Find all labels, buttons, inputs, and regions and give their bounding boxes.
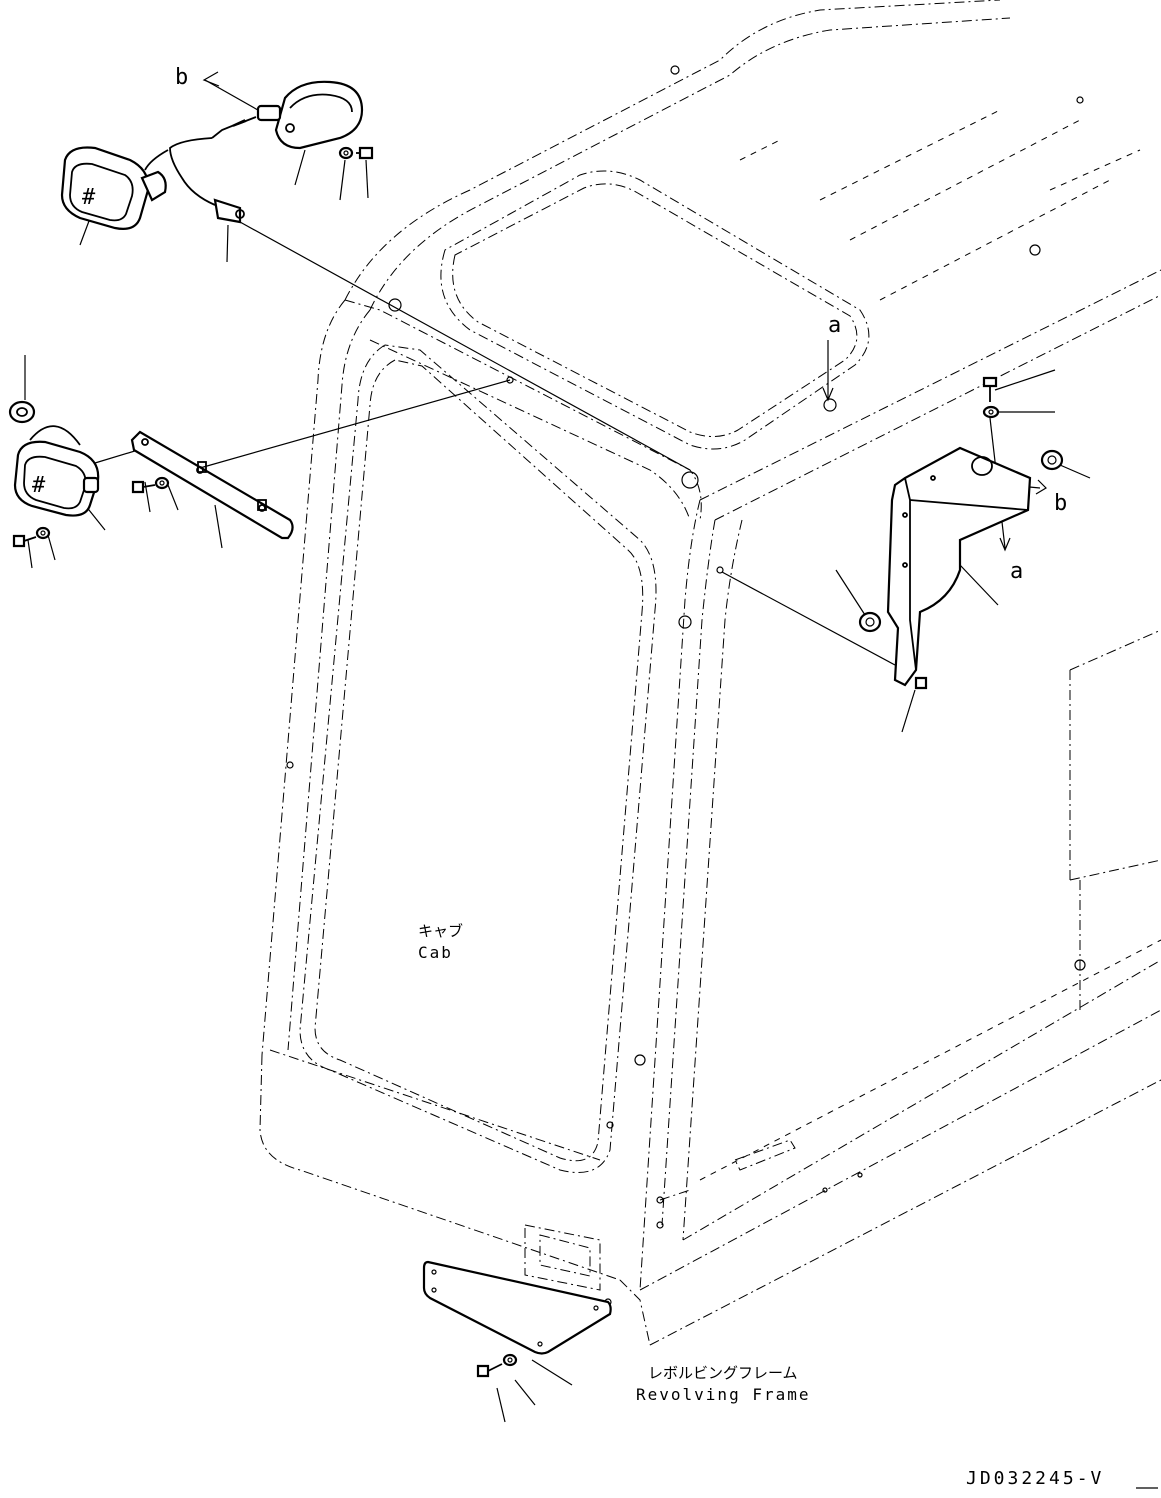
- bolts-and-washers: [12, 146, 1064, 1378]
- svg-text:#: #: [32, 473, 46, 498]
- work-lamp-mid-left: #: [8, 400, 100, 517]
- drawing-id: JD032245-V: [966, 1468, 1104, 1489]
- svg-text:#: #: [82, 185, 96, 210]
- ref-b-label-bracket: b: [1054, 491, 1067, 516]
- ref-a-label-bracket: a: [1010, 559, 1023, 584]
- frame-label-en: Revolving Frame: [636, 1385, 811, 1404]
- wire-harness: [144, 137, 245, 224]
- ref-b-label-top: b: [175, 65, 188, 90]
- ref-a-label-top: a: [828, 313, 841, 338]
- frame-label-jp: レボルビングフレーム: [648, 1364, 798, 1382]
- cover-plate: [422, 1260, 612, 1355]
- reference-labels: b a b a: [175, 65, 1067, 584]
- front-mounting-bracket: [130, 430, 294, 540]
- work-lamp-upper-left: #: [60, 146, 167, 230]
- work-lamp-upper-right: [211, 80, 364, 150]
- cab-outline: [259, 0, 1161, 1346]
- assembly-lines: [24, 71, 1091, 1423]
- side-lamp-bracket: [886, 446, 1032, 687]
- cab-label-en: Cab: [418, 943, 453, 962]
- cab-label-jp: キャブ: [418, 922, 463, 940]
